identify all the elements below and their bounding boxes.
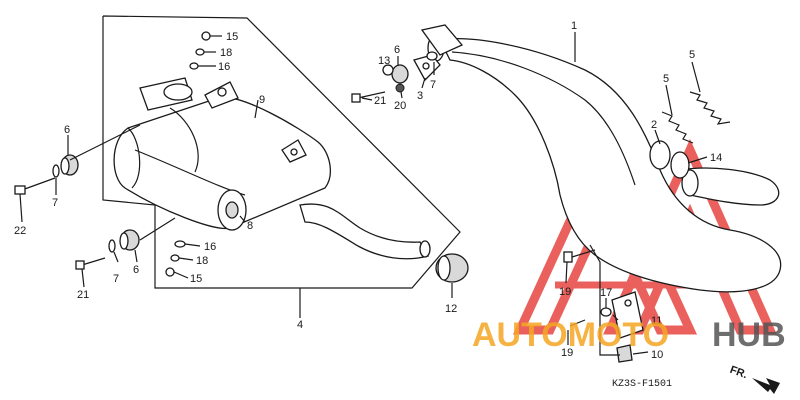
diagram-code: KZ3S-F1501 [612, 379, 672, 390]
nut-part-13 [382, 64, 394, 76]
grommet-part-12 [435, 253, 469, 283]
callout-5-lower: 5 [663, 73, 669, 85]
stay-part-3 [413, 54, 441, 82]
damper-part-10 [616, 344, 633, 363]
bolt-part-19-lower [569, 319, 586, 327]
callout-16-top: 16 [218, 61, 230, 73]
washer-part-17 [600, 307, 612, 317]
callout-21-top: 21 [374, 95, 386, 107]
screw-part-15-bottom [165, 267, 175, 277]
callout-22: 22 [14, 225, 26, 237]
callout-18-bottom: 18 [196, 255, 208, 267]
watermark-text-left: AUTOMOTO [472, 316, 669, 354]
spring-part-a [689, 91, 731, 125]
washer-part-7-top [426, 51, 438, 61]
callout-17: 17 [600, 287, 612, 299]
callout-18-top: 18 [220, 47, 232, 59]
callout-16-bottom: 16 [204, 241, 216, 253]
callout-7-center: 7 [113, 273, 119, 285]
callout-8: 8 [247, 220, 253, 232]
spring-part-b [661, 111, 694, 144]
callout-7-top: 7 [430, 79, 436, 91]
callout-2: 2 [651, 119, 657, 131]
washer-part-7-center [108, 239, 116, 253]
bolt-part-21-left [75, 257, 106, 270]
muffler-assembly-outline [102, 15, 461, 318]
callout-5-upper: 5 [689, 49, 695, 61]
callout-6-center: 6 [133, 264, 139, 276]
bolt-part-19-upper [563, 249, 596, 263]
expansion-chamber-part [420, 24, 782, 293]
callout-7-left: 7 [52, 197, 58, 209]
callout-15-top: 15 [226, 31, 238, 43]
callout-21-left: 21 [77, 289, 89, 301]
collar-part-6-left [60, 154, 79, 176]
callout-12: 12 [445, 303, 457, 315]
callout-19-upper: 19 [559, 286, 571, 298]
callout-1: 1 [571, 20, 577, 32]
bolt-part-22 [14, 177, 56, 195]
leader-lines [19, 32, 708, 355]
washer-part-18-bottom [170, 254, 180, 262]
washer-part-7-left [52, 164, 60, 178]
collar-part-6-center [119, 229, 140, 251]
callout-19-lower: 19 [561, 347, 573, 359]
callout-labels: 1 2 3 4 5 5 6 6 6 7 7 7 8 9 10 11 12 13 … [14, 20, 722, 361]
callout-9: 9 [259, 94, 265, 106]
nut-part-20 [395, 83, 405, 93]
gasket-part-14 [670, 151, 690, 179]
bracket-part-11 [611, 291, 644, 339]
o-ring-part-2 [649, 140, 671, 170]
callout-10: 10 [651, 349, 663, 361]
washer-part-18-top [195, 48, 205, 56]
callout-20: 20 [394, 100, 406, 112]
callout-3: 3 [417, 90, 423, 102]
muffler-part [113, 77, 431, 260]
callout-11: 11 [651, 315, 662, 327]
callout-14: 14 [710, 152, 722, 164]
washer-part-16-top [189, 62, 199, 70]
bolt-part-21-top [351, 91, 386, 103]
callout-13: 13 [378, 55, 390, 67]
front-direction-indicator: FR. [728, 364, 780, 394]
direction-label: FR. [728, 364, 749, 381]
collar-part-6-top [391, 64, 409, 84]
callout-15-bottom: 15 [190, 273, 202, 285]
direction-arrow-icon [752, 378, 780, 394]
watermark-text-right: HUB [712, 316, 786, 354]
callout-6-top: 6 [394, 44, 400, 56]
callout-6-left: 6 [64, 124, 70, 136]
callout-4: 4 [297, 319, 303, 331]
washer-part-16-bottom [174, 240, 186, 248]
screw-part-15-top [201, 31, 211, 41]
